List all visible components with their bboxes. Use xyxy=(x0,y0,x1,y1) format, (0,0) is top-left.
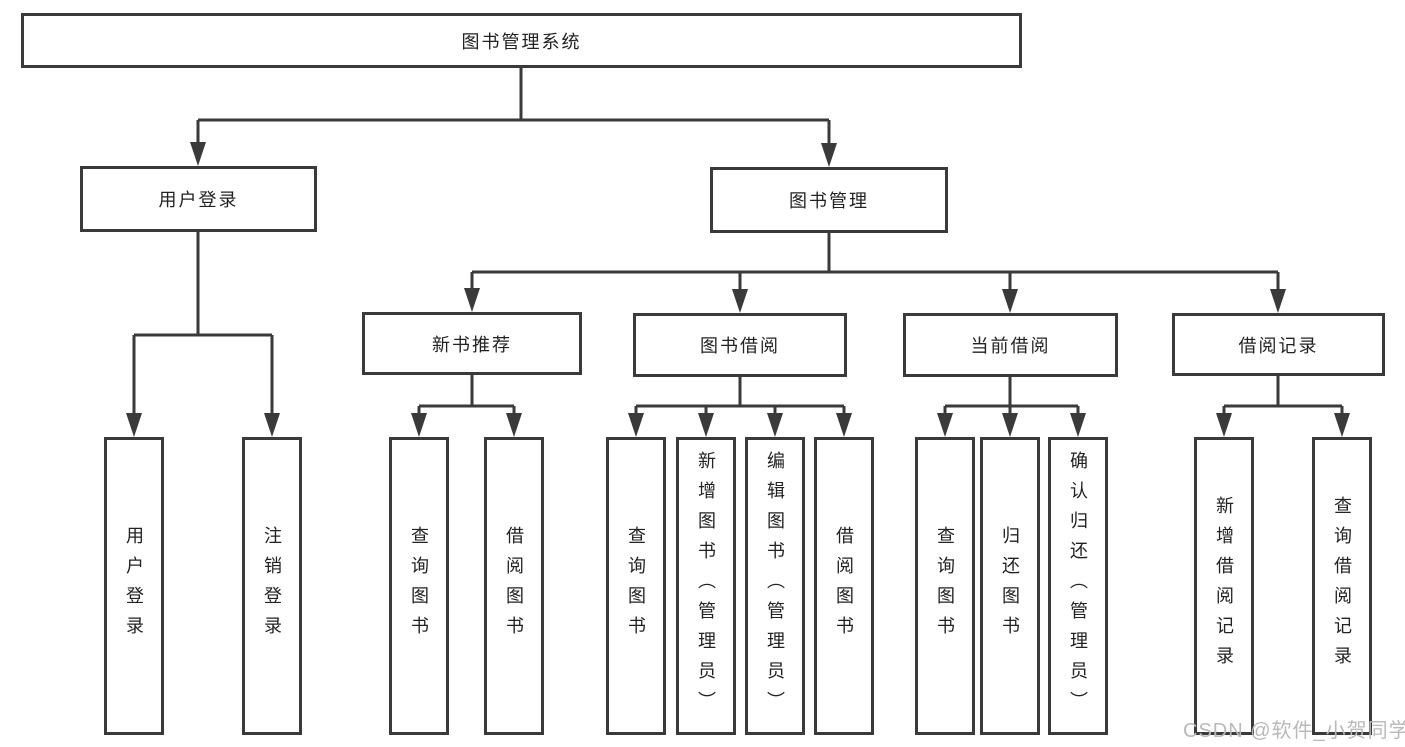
node-root-label: 图书管理系统 xyxy=(461,31,582,52)
node-root-library-system: 图书管理系统 xyxy=(21,13,1022,68)
node-user-login: 用户登录 xyxy=(80,166,317,232)
leaf-borrow-books-2-label: 借阅图书 xyxy=(834,526,854,646)
leaf-query-books-1-label: 查询图书 xyxy=(409,526,429,646)
leaf-return-books-label: 归还图书 xyxy=(1000,526,1020,646)
leaf-edit-books-admin: 编辑图书（管理员） xyxy=(745,437,805,735)
leaf-add-books-admin-label: 新增图书（管理员） xyxy=(696,451,716,721)
leaf-return-books: 归还图书 xyxy=(980,437,1040,735)
leaf-add-borrow-record: 新增借阅记录 xyxy=(1194,437,1254,735)
node-user-login-label: 用户登录 xyxy=(158,190,239,210)
leaf-query-books-3: 查询图书 xyxy=(915,437,975,735)
leaf-query-borrow-record: 查询借阅记录 xyxy=(1312,437,1372,735)
leaf-user-login: 用户登录 xyxy=(104,437,164,735)
leaf-add-books-admin: 新增图书（管理员） xyxy=(676,437,736,735)
leaf-edit-books-admin-label: 编辑图书（管理员） xyxy=(765,451,785,721)
leaf-logout: 注销登录 xyxy=(242,437,302,735)
leaf-query-books-3-label: 查询图书 xyxy=(935,526,955,646)
leaf-add-borrow-record-label: 新增借阅记录 xyxy=(1214,496,1234,676)
leaf-query-books-2-label: 查询图书 xyxy=(626,526,646,646)
node-book-management: 图书管理 xyxy=(710,167,948,233)
leaf-borrow-books-1-label: 借阅图书 xyxy=(504,526,524,646)
leaf-confirm-return-admin: 确认归还（管理员） xyxy=(1048,437,1108,735)
leaf-confirm-return-admin-label: 确认归还（管理员） xyxy=(1068,451,1088,721)
node-new-book-recommend-label: 新书推荐 xyxy=(432,334,512,355)
leaf-borrow-books-1: 借阅图书 xyxy=(484,437,544,735)
node-current-borrow-label: 当前借阅 xyxy=(970,336,1051,356)
leaf-query-books-2: 查询图书 xyxy=(606,437,666,735)
node-book-management-label: 图书管理 xyxy=(789,191,869,211)
leaf-user-login-label: 用户登录 xyxy=(124,526,144,646)
csdn-watermark: CSDN @软件_小贺同学 xyxy=(1183,720,1405,742)
leaf-borrow-books-2: 借阅图书 xyxy=(814,437,874,735)
node-borrow-records: 借阅记录 xyxy=(1172,313,1385,376)
node-current-borrow: 当前借阅 xyxy=(903,313,1118,377)
node-book-borrow: 图书借阅 xyxy=(633,313,847,377)
node-book-borrow-label: 图书借阅 xyxy=(700,336,780,356)
leaf-query-books-1: 查询图书 xyxy=(389,437,449,735)
node-new-book-recommend: 新书推荐 xyxy=(362,312,582,375)
leaf-logout-label: 注销登录 xyxy=(262,526,282,646)
leaf-query-borrow-record-label: 查询借阅记录 xyxy=(1332,496,1352,676)
node-borrow-records-label: 借阅记录 xyxy=(1238,335,1319,356)
